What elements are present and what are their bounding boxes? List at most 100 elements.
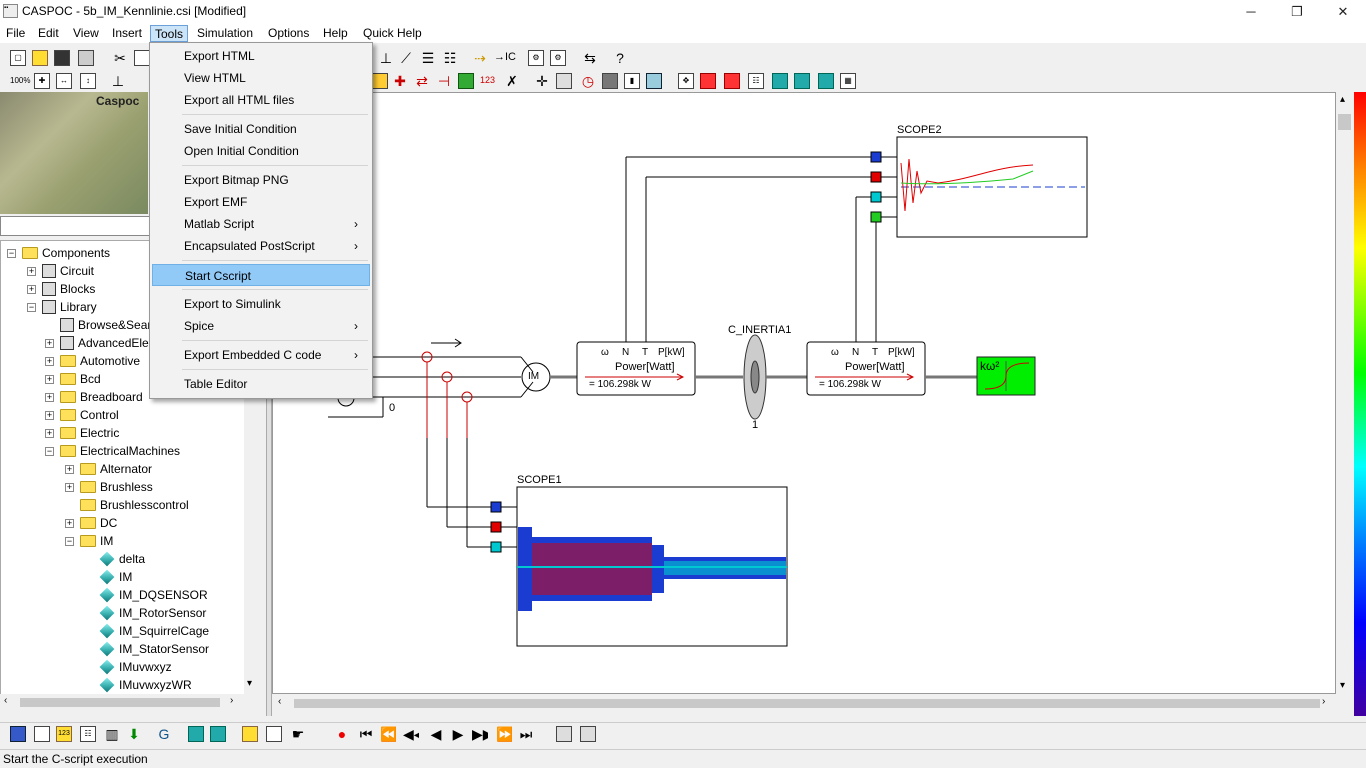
ground-icon[interactable]: ⊥ bbox=[111, 73, 125, 89]
zoom-100-icon[interactable]: 100% bbox=[10, 76, 31, 85]
expand-icon[interactable]: + bbox=[45, 337, 54, 348]
menu-quick-help[interactable]: Quick Help bbox=[363, 26, 422, 40]
probe-icon[interactable]: ✗ bbox=[506, 73, 518, 89]
rewind-fast-icon[interactable]: ⏪ bbox=[380, 726, 396, 742]
monitor-icon[interactable] bbox=[188, 726, 204, 742]
new-icon[interactable]: ▢ bbox=[10, 50, 26, 66]
expand-icon[interactable]: + bbox=[45, 355, 54, 366]
scroll-right-icon[interactable]: › bbox=[230, 695, 234, 706]
tree-item[interactable]: Brushlesscontrol bbox=[65, 496, 189, 514]
canvas-scroll-down-icon[interactable]: ▾ bbox=[1340, 680, 1346, 691]
copy-icon[interactable] bbox=[134, 50, 150, 66]
scroll-left-icon[interactable]: ‹ bbox=[4, 695, 8, 706]
tree-item[interactable]: IM_DQSENSOR bbox=[85, 586, 208, 604]
expand-icon[interactable]: + bbox=[65, 463, 74, 474]
page-icon[interactable] bbox=[266, 726, 282, 742]
menu-item-matlab-script[interactable]: Matlab Script› bbox=[152, 213, 370, 235]
draw-icon[interactable]: ⊥ bbox=[379, 50, 393, 66]
tree-item[interactable]: IMuvwxyz bbox=[85, 658, 172, 676]
tree-hscroll-thumb[interactable] bbox=[20, 698, 220, 707]
menu-item-encapsulated-postscript[interactable]: Encapsulated PostScript› bbox=[152, 235, 370, 257]
menu-file[interactable]: File bbox=[6, 26, 26, 40]
print-icon[interactable] bbox=[78, 50, 94, 66]
windows2-icon[interactable] bbox=[580, 726, 596, 742]
monitor2-icon[interactable] bbox=[210, 726, 226, 742]
record-icon[interactable]: ● bbox=[337, 726, 347, 742]
cross-icon[interactable]: ✛ bbox=[536, 73, 548, 89]
collapse-icon[interactable]: − bbox=[65, 535, 74, 546]
gear2-icon[interactable]: ⚙ bbox=[550, 50, 566, 66]
rewind-icon[interactable]: ◀◀ bbox=[403, 726, 419, 742]
expand-icon[interactable]: + bbox=[45, 373, 54, 384]
tree-horizontal-scrollbar[interactable]: ‹ › bbox=[0, 694, 244, 710]
ic-icon[interactable]: →IC bbox=[494, 51, 516, 63]
move-all-icon[interactable]: ✥ bbox=[678, 73, 694, 89]
save-icon[interactable] bbox=[54, 50, 70, 66]
tree-item[interactable]: IM_SquirrelCage bbox=[85, 622, 209, 640]
tree-item[interactable]: +Bcd bbox=[45, 370, 101, 388]
grid-table-icon[interactable]: ▦ bbox=[840, 73, 856, 89]
tree-search-input[interactable] bbox=[0, 216, 150, 236]
chip-view-icon[interactable]: ▥ bbox=[105, 726, 119, 742]
zoom-height-icon[interactable]: ↕ bbox=[80, 73, 96, 89]
clock-icon[interactable]: ◷ bbox=[581, 73, 595, 89]
table-icon[interactable]: ☷ bbox=[748, 73, 764, 89]
arrow-right-icon[interactable]: ⇢ bbox=[474, 50, 486, 66]
shape2-icon[interactable] bbox=[724, 73, 740, 89]
zoom-width-icon[interactable]: ↔ bbox=[56, 73, 72, 89]
tree-item[interactable]: +Electric bbox=[45, 424, 119, 442]
tree-item[interactable]: IM_RotorSensor bbox=[85, 604, 206, 622]
tree-item[interactable]: IM bbox=[85, 568, 132, 586]
tree-item[interactable]: IMuvwxyzWR bbox=[85, 676, 192, 694]
meter-icon[interactable] bbox=[646, 73, 662, 89]
refresh-icon[interactable]: G bbox=[158, 726, 170, 742]
menu-item-spice[interactable]: Spice› bbox=[152, 315, 370, 337]
chip3-icon[interactable] bbox=[818, 73, 834, 89]
move-icon[interactable]: ⇆ bbox=[584, 50, 596, 66]
fast-forward-icon[interactable]: ⏩ bbox=[496, 726, 512, 742]
schematic-canvas[interactable]: SCOPE1 SCOPE2 C_INERTIA1 1 IM 0 ω N T P[… bbox=[272, 92, 1336, 694]
tree-item[interactable]: −ElectricalMachines bbox=[45, 442, 180, 460]
first-icon[interactable]: ⏮ bbox=[359, 726, 373, 742]
restore-button[interactable]: ❐ bbox=[1291, 3, 1303, 19]
menu-item-export-embedded-c-code[interactable]: Export Embedded C code› bbox=[152, 344, 370, 366]
close-button[interactable]: ✕ bbox=[1337, 3, 1349, 19]
menu-options[interactable]: Options bbox=[268, 26, 310, 40]
down-arrow-icon[interactable]: ⬇ bbox=[128, 726, 140, 742]
hand-icon[interactable]: ☛ bbox=[291, 726, 305, 742]
panel-splitter[interactable] bbox=[266, 92, 272, 716]
source-icon[interactable] bbox=[372, 73, 388, 89]
list2-icon[interactable]: ☷ bbox=[443, 50, 457, 66]
wire-icon[interactable]: ⇄ bbox=[416, 73, 428, 89]
tree-item[interactable]: +Automotive bbox=[45, 352, 140, 370]
collapse-icon[interactable]: − bbox=[7, 247, 16, 258]
menu-insert[interactable]: Insert bbox=[112, 26, 143, 40]
expand-icon[interactable]: + bbox=[45, 409, 54, 420]
tree-item[interactable]: −IM bbox=[65, 532, 113, 550]
expand-icon[interactable]: + bbox=[45, 391, 54, 402]
canvas-scroll-up-icon[interactable]: ▴ bbox=[1340, 94, 1346, 105]
canvas-vertical-scrollbar[interactable]: ▴ ▾ bbox=[1336, 92, 1353, 696]
forward-icon[interactable]: ▶▶ bbox=[472, 726, 488, 742]
menu-view[interactable]: View bbox=[73, 26, 99, 40]
chip2-icon[interactable] bbox=[794, 73, 810, 89]
menu-item-export-to-simulink[interactable]: Export to Simulink bbox=[152, 293, 370, 315]
expand-icon[interactable]: + bbox=[45, 427, 54, 438]
chip-icon[interactable] bbox=[772, 73, 788, 89]
menu-edit[interactable]: Edit bbox=[38, 26, 59, 40]
menu-item-export-html[interactable]: Export HTML bbox=[152, 45, 370, 67]
component-icon[interactable] bbox=[10, 726, 26, 742]
menu-help[interactable]: Help bbox=[323, 26, 348, 40]
tree-item[interactable]: +Circuit bbox=[27, 262, 94, 280]
menu-item-table-editor[interactable]: Table Editor bbox=[152, 373, 370, 395]
zoom-fit-icon[interactable]: ✚ bbox=[34, 73, 50, 89]
tree-item[interactable]: +DC bbox=[65, 514, 117, 532]
canvas-scroll-left-icon[interactable]: ‹ bbox=[278, 696, 282, 707]
level-icon[interactable]: ▮ bbox=[624, 73, 640, 89]
canvas-scroll-right-icon[interactable]: › bbox=[1322, 696, 1326, 707]
menu-item-view-html[interactable]: View HTML bbox=[152, 67, 370, 89]
menu-item-export-emf[interactable]: Export EMF bbox=[152, 191, 370, 213]
tree-item[interactable]: +Blocks bbox=[27, 280, 95, 298]
image-icon[interactable] bbox=[242, 726, 258, 742]
menu-item-start-cscript[interactable]: Start Cscript bbox=[152, 264, 370, 286]
